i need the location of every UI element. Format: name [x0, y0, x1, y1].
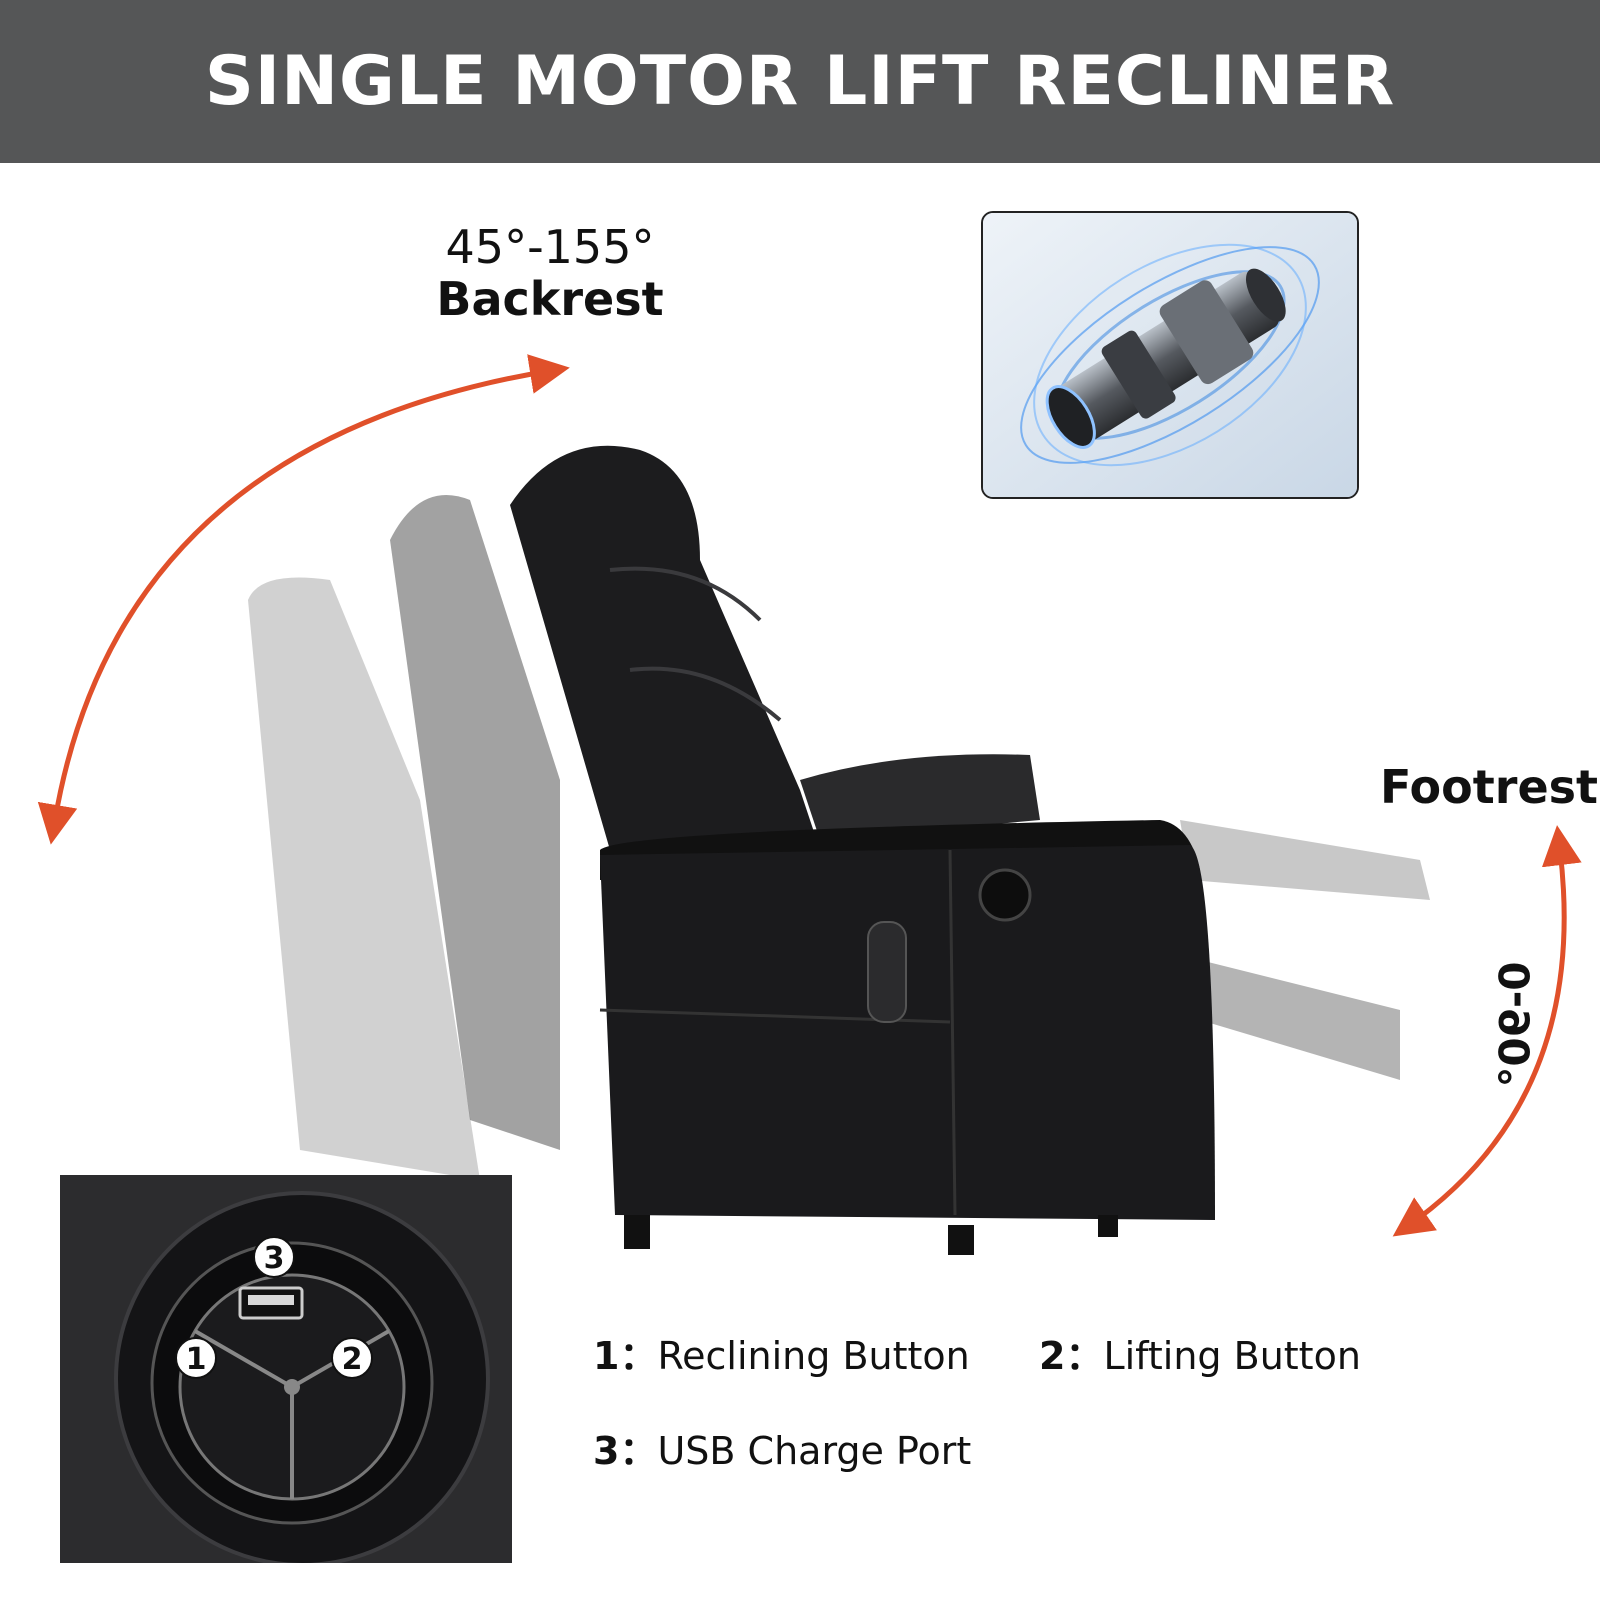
page-title: SINGLE MOTOR LIFT RECLINER	[204, 42, 1396, 121]
legend-number: 2：	[1039, 1334, 1104, 1378]
legend-item-reclining: 1：Reclining Button	[593, 1325, 970, 1380]
ghost-backrest-far	[248, 577, 480, 1180]
header-banner: SINGLE MOTOR LIFT RECLINER	[0, 0, 1600, 163]
backrest	[510, 445, 820, 850]
footrest-label: Footrest	[1380, 760, 1599, 814]
ghost-footrest-low	[1200, 960, 1400, 1080]
legend-text: USB Charge Port	[657, 1429, 972, 1473]
legend-item-usb: 3：USB Charge Port	[593, 1420, 971, 1475]
legend-number: 3：	[593, 1429, 658, 1473]
badge-lifting-button	[331, 1337, 373, 1379]
legend-number: 1：	[593, 1334, 658, 1378]
badge-3-text: 3	[264, 1241, 285, 1276]
side-panel	[600, 845, 1215, 1220]
remote-control	[867, 921, 907, 1023]
backrest-label: Backrest	[436, 271, 664, 326]
seat-cushion	[800, 754, 1040, 840]
legend-text: Reclining Button	[657, 1334, 970, 1378]
ghost-footrest-up	[1180, 820, 1430, 900]
badge-1-text: 1	[186, 1342, 207, 1377]
legend-text: Lifting Button	[1103, 1334, 1361, 1378]
controls-closeup-illustration: 3 1 2	[60, 1175, 512, 1563]
chair-foot-left	[624, 1215, 650, 1249]
badge-usb-port	[253, 1236, 295, 1278]
motor-illustration	[983, 213, 1357, 497]
legend-item-lifting: 2：Lifting Button	[1039, 1325, 1361, 1380]
ghost-backrest-mid	[390, 495, 560, 1150]
backrest-angle: 45°-155°	[445, 220, 655, 274]
backrest-label-group: 45°-155° Backrest	[430, 220, 670, 326]
backrest-arrow	[37, 354, 570, 845]
badge-reclining-button	[175, 1337, 217, 1379]
arm-control-disc	[978, 868, 1032, 922]
motor-image-panel	[981, 211, 1359, 499]
controls-closeup-panel: 3 1 2	[60, 1175, 512, 1563]
badge-2-text: 2	[342, 1342, 363, 1377]
footrest-arrow	[1392, 825, 1582, 1237]
chair-foot-right	[948, 1225, 974, 1255]
